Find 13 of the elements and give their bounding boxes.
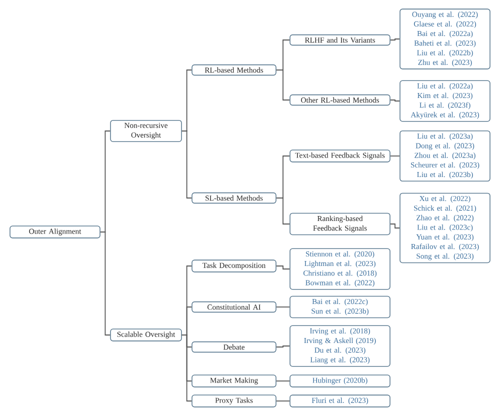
connector	[276, 198, 290, 224]
connector	[276, 266, 290, 270]
connector	[181, 334, 192, 402]
connector	[276, 70, 290, 100]
connector	[276, 400, 290, 402]
connector	[276, 380, 290, 382]
connector	[390, 38, 400, 40]
connector	[390, 100, 400, 102]
connector	[276, 346, 290, 348]
connector	[181, 130, 192, 198]
connector	[390, 224, 400, 228]
connector	[100, 232, 111, 336]
connector	[276, 306, 290, 308]
